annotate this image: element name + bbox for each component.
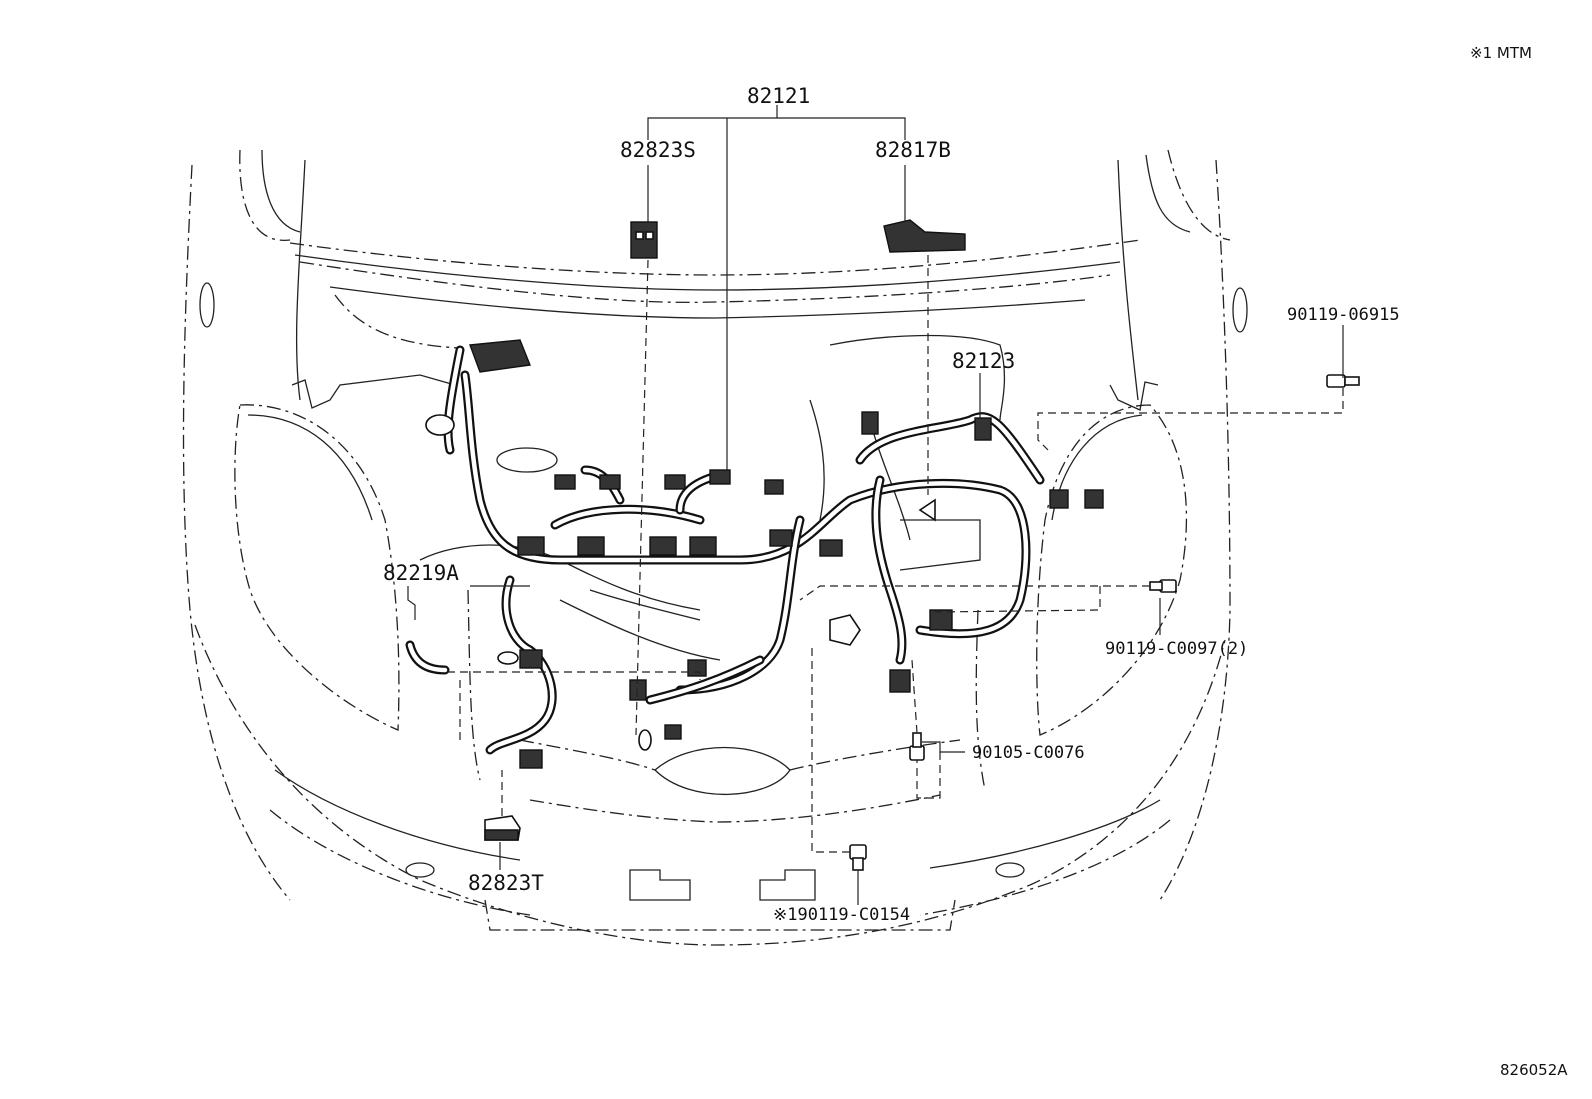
label-82817b: 82817B (875, 138, 951, 162)
leader-lines (407, 105, 1344, 905)
bolt-90119-c0154 (849, 844, 867, 871)
header-note: ※1 MTM (1470, 44, 1532, 62)
diagram-id: 826052A (1500, 1061, 1568, 1079)
label-82123: 82123 (952, 349, 1015, 373)
label-90119-c0097: 90119-C0097(2) (1105, 639, 1248, 659)
vehicle-body-outline (182, 149, 1248, 946)
bolt-90119-c0097 (1149, 579, 1177, 593)
label-90119-06915: 90119-06915 (1287, 305, 1400, 325)
bolt-90105-c0076 (909, 732, 925, 761)
main-wire-harness (405, 339, 1104, 769)
label-82219a: 82219A (383, 561, 459, 585)
part-labels: 82121 82823S 82817B 82123 90119-06915 82… (383, 44, 1568, 1079)
label-82823t: 82823T (468, 871, 544, 895)
label-90105-c0076: 90105-C0076 (972, 743, 1085, 763)
bolt-90119-06915 (1326, 374, 1360, 388)
connector-82817b-part (883, 219, 966, 253)
label-82121: 82121 (747, 84, 810, 108)
connector-82823s-part (630, 221, 658, 259)
label-82823s: 82823S (620, 138, 696, 162)
label-90119-c0154: ※190119-C0154 (773, 905, 910, 925)
connector-82823t-part (484, 815, 521, 841)
